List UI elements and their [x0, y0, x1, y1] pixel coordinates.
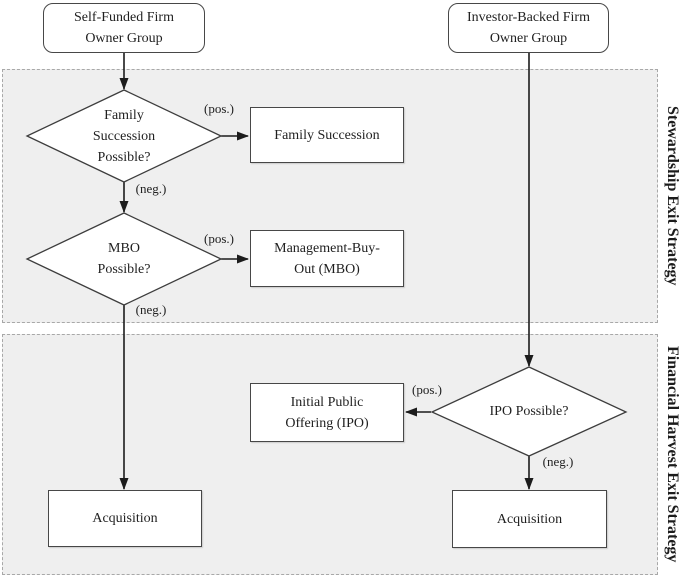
decision-family-succession: Family Succession Possible?	[26, 90, 222, 182]
decision-label: Family Succession Possible?	[92, 107, 156, 165]
region-label-stewardship: Stewardship Exit Strategy	[664, 106, 681, 286]
decision-ipo: IPO Possible?	[431, 367, 627, 456]
node-acquisition-left: Acquisition	[48, 490, 202, 547]
edge-label-mbo-neg: (neg.)	[135, 302, 167, 317]
node-label: Acquisition	[496, 511, 563, 527]
edge-label-ipo-pos: (pos.)	[412, 382, 442, 397]
node-label: Acquisition	[92, 511, 158, 526]
ipo-decision-shape	[430, 366, 628, 457]
node-label: Self-Funded Firm Owner Group	[74, 10, 174, 46]
edge-label-mbo-pos: (pos.)	[204, 231, 234, 246]
mbo-decision-shape	[25, 212, 223, 306]
node-family-succession: Family Succession	[250, 107, 404, 163]
decision-label: MBO Possible?	[97, 241, 151, 277]
node-label: Investor-Backed Firm Owner Group	[467, 10, 590, 46]
node-label: Management-Buy-Out (MBO)	[274, 240, 380, 277]
edge-label-family-pos: (pos.)	[204, 101, 234, 116]
node-label: Family Succession	[274, 127, 380, 143]
node-investor-backed-owner-group: Investor-Backed Firm Owner Group	[448, 3, 609, 53]
family-decision-shape	[25, 89, 223, 183]
node-management-buy-out: Management-Buy-Out (MBO)	[250, 230, 404, 287]
decision-label: IPO Possible?	[489, 404, 569, 419]
node-initial-public-offering: Initial Public Offering (IPO)	[250, 383, 404, 442]
decision-mbo: MBO Possible?	[26, 213, 222, 305]
node-self-funded-owner-group: Self-Funded Firm Owner Group	[43, 3, 205, 53]
edge-label-ipo-neg: (neg.)	[542, 454, 574, 469]
edge-label-family-neg: (neg.)	[135, 181, 167, 196]
node-acquisition-right: Acquisition	[452, 490, 607, 548]
region-label-financial: Financial Harvest Exit Strategy	[664, 346, 681, 563]
node-label: Initial Public Offering (IPO)	[285, 394, 369, 431]
